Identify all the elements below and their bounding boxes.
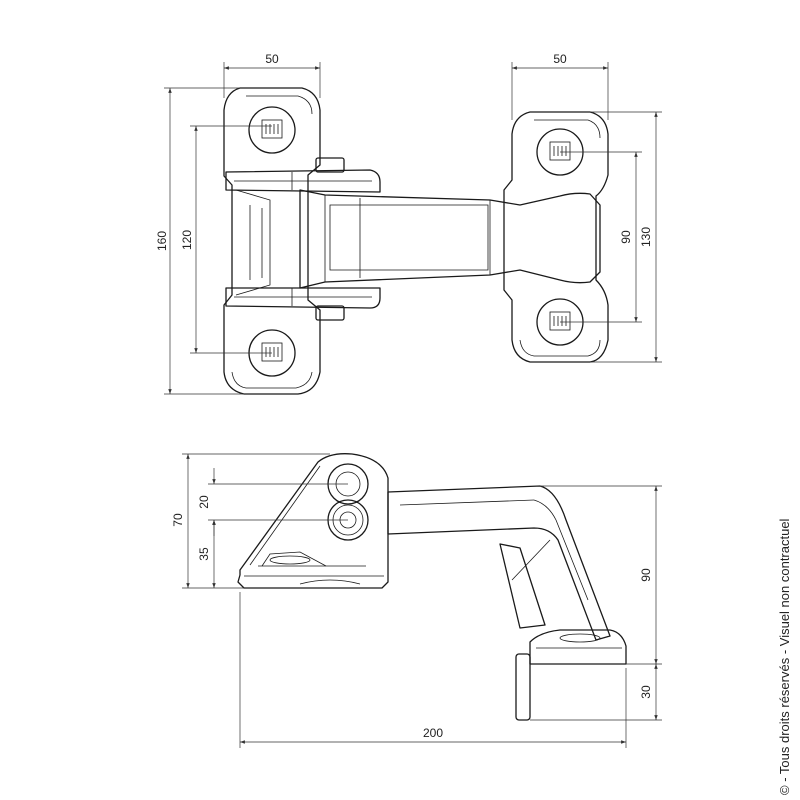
top-view: 50 50 160 120 90: [155, 52, 662, 395]
dimension-label: 160: [155, 231, 169, 251]
dimension-side-overall-height: 70: [171, 453, 330, 589]
dimension-side-overall-length: 200: [239, 592, 627, 748]
dimension-hole-spacing-right: 90: [560, 151, 642, 323]
right-foot-side: [515, 629, 627, 721]
dimension-side-hole-offset: 20: [197, 468, 348, 536]
dimension-label: 90: [639, 568, 653, 582]
left-hinge-knuckles: [225, 157, 381, 321]
dimension-left-width: 50: [223, 52, 321, 98]
left-mounting-plate: [223, 87, 321, 395]
dimension-overall-height-right: 130: [590, 111, 662, 363]
dimension-label: 35: [197, 547, 211, 561]
dimension-side-foot-height: 30: [530, 664, 662, 721]
dimension-label: 30: [639, 685, 653, 699]
screw-head: [248, 106, 296, 154]
right-mounting-plate: [503, 111, 609, 363]
dimension-label: 200: [423, 726, 443, 740]
dimension-side-hole-height: 35: [197, 520, 216, 588]
dimension-label: 70: [171, 513, 185, 527]
side-view: 70 20 35 90 30 200: [171, 453, 662, 748]
dimension-label: 130: [639, 227, 653, 247]
dimension-label: 20: [197, 495, 211, 509]
dimension-side-height-right: 90: [540, 485, 662, 665]
dimension-label: 50: [553, 52, 567, 66]
dimension-label: 50: [265, 52, 279, 66]
dimension-label: 120: [180, 230, 194, 250]
copyright-notice: © - Tous droits réservés - Visuel non co…: [777, 518, 792, 795]
dimension-hole-spacing-left: 120: [180, 125, 272, 354]
hinge-arm: [299, 189, 601, 289]
dimension-right-width: 50: [511, 52, 609, 120]
arm-side: [387, 485, 611, 641]
dimension-label: 90: [619, 230, 633, 244]
dimension-overall-height-left: 160: [155, 87, 244, 395]
screw-heads-top-view: [248, 106, 584, 377]
